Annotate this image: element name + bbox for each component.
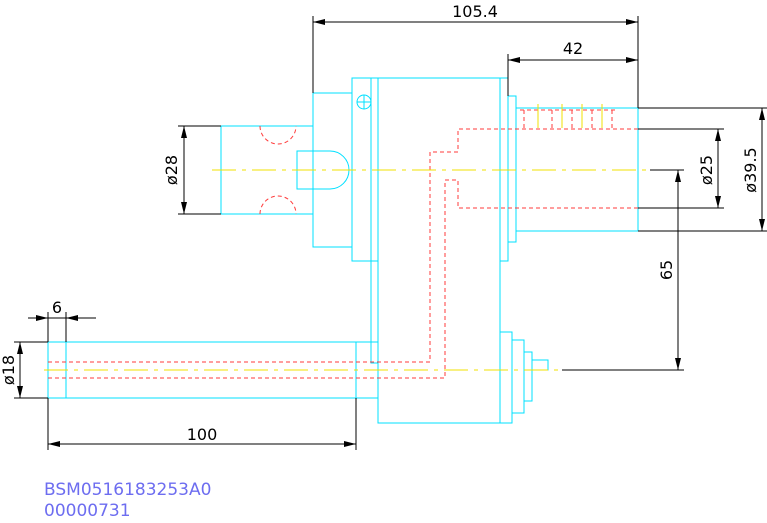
shank-notch-bottom xyxy=(259,195,297,215)
dimension-arrows xyxy=(17,19,765,447)
dim-tool-diameter: ø18 xyxy=(0,355,18,385)
dim-tool-length: 100 xyxy=(187,425,218,444)
dim-outer-diameter: ø39.5 xyxy=(741,147,760,192)
bore-hidden-bottom xyxy=(48,179,638,379)
tool-holder-base xyxy=(499,331,513,424)
housing-step xyxy=(370,260,378,364)
spindle-collar xyxy=(507,95,517,243)
dim-bore-diameter: ø25 xyxy=(697,155,716,185)
center-lines xyxy=(44,104,660,371)
dimension-lines xyxy=(14,16,767,450)
tool-holder-tip xyxy=(531,359,549,371)
dim-shank-diameter: ø28 xyxy=(162,155,181,185)
dim-center-distance: 65 xyxy=(657,260,676,280)
shank-key xyxy=(296,150,350,190)
serial-number: 00000731 xyxy=(44,501,131,521)
bore-hidden-top xyxy=(48,128,638,363)
tool-holder-cap xyxy=(523,351,533,402)
shank-notch-top xyxy=(259,125,297,145)
dim-spindle-length: 42 xyxy=(563,39,583,58)
dim-tool-offset: 6 xyxy=(52,298,62,317)
part-number: BSM0516183253A0 xyxy=(44,480,211,500)
hidden-lines xyxy=(48,109,638,379)
part-outline xyxy=(47,77,639,424)
tool-holder-nut xyxy=(511,339,525,414)
dim-overall-length: 105.4 xyxy=(452,2,498,21)
main-housing xyxy=(377,77,501,424)
